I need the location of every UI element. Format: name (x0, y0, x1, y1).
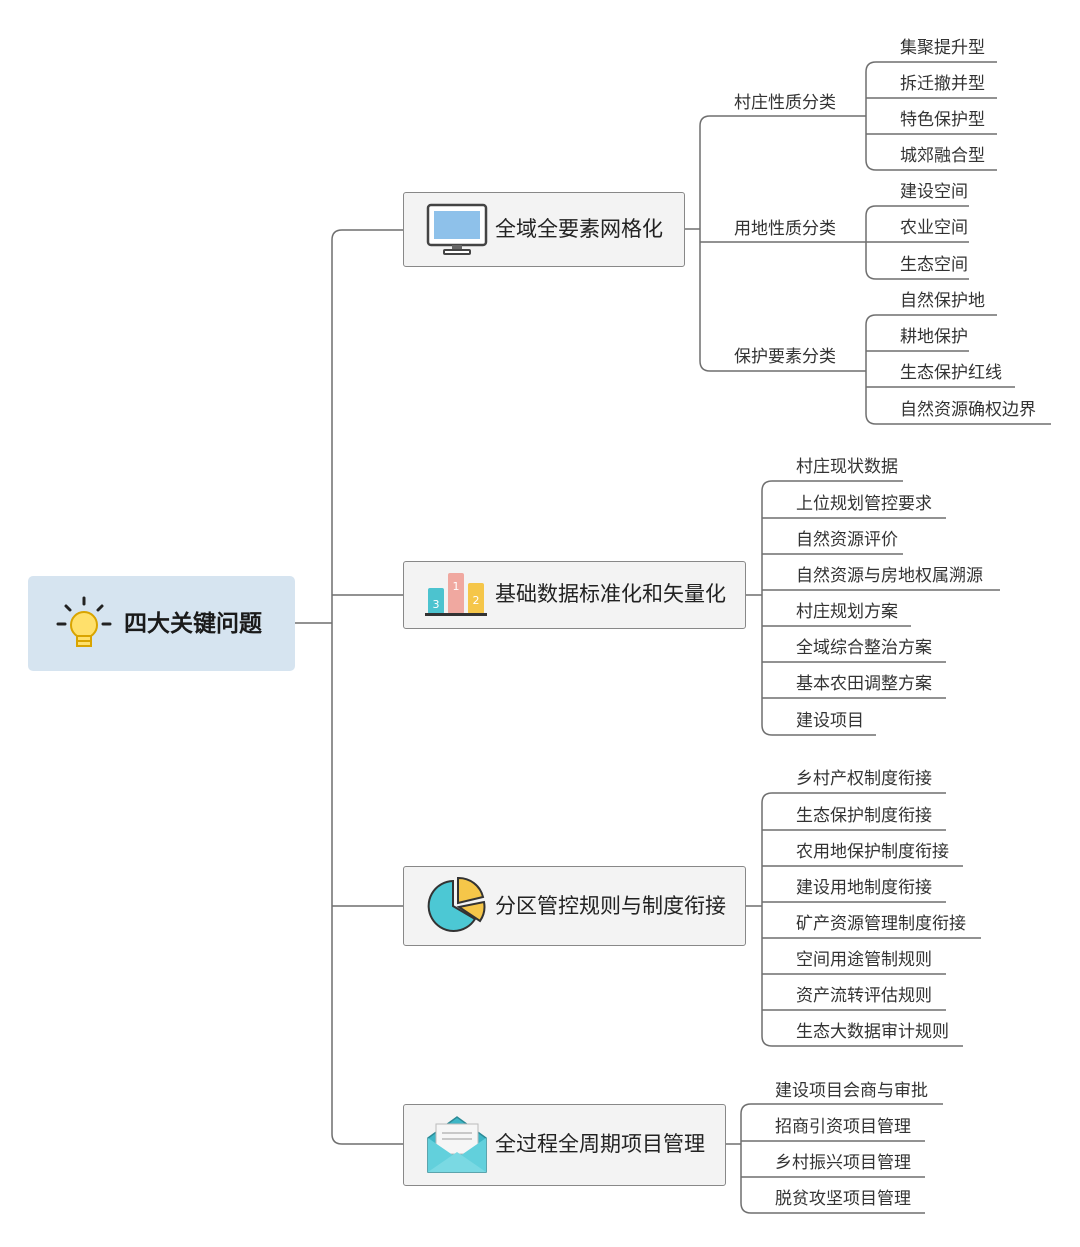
leaf-item[interactable]: 基本农田调整方案 (796, 674, 932, 694)
leaf-item[interactable]: 农业空间 (900, 218, 968, 238)
leaf-item[interactable]: 建设项目会商与审批 (775, 1081, 928, 1101)
leaf-item[interactable]: 空间用途管制规则 (796, 950, 932, 970)
envelope-icon (427, 1116, 487, 1173)
leaf-item[interactable]: 上位规划管控要求 (796, 494, 932, 514)
leaf-item[interactable]: 矿产资源管理制度衔接 (796, 914, 966, 934)
leaf-item[interactable]: 招商引资项目管理 (775, 1117, 911, 1137)
leaf-item[interactable]: 资产流转评估规则 (796, 986, 932, 1006)
leaf-item[interactable]: 自然资源确权边界 (900, 400, 1036, 420)
branch-label: 分区管控规则与制度衔接 (495, 894, 726, 918)
leaf-item[interactable]: 生态空间 (900, 255, 968, 275)
pie-chart-icon (427, 876, 486, 932)
leaf-item[interactable]: 自然保护地 (900, 291, 985, 311)
leaf-item[interactable]: 建设用地制度衔接 (796, 878, 932, 898)
leaf-item[interactable]: 建设项目 (796, 711, 864, 731)
lightbulb-icon (56, 596, 112, 647)
leaf-item[interactable]: 自然资源评价 (796, 530, 898, 550)
leaf-item[interactable]: 脱贫攻坚项目管理 (775, 1189, 911, 1209)
leaf-item[interactable]: 乡村振兴项目管理 (775, 1153, 911, 1173)
leaf-item[interactable]: 生态保护制度衔接 (796, 806, 932, 826)
leaf-item[interactable]: 村庄现状数据 (796, 457, 898, 477)
leaf-item[interactable]: 村庄规划方案 (796, 602, 898, 622)
leaf-item[interactable]: 生态大数据审计规则 (796, 1022, 949, 1042)
group-label[interactable]: 村庄性质分类 (734, 93, 836, 113)
leaf-item[interactable]: 建设空间 (900, 182, 968, 202)
leaf-item[interactable]: 乡村产权制度衔接 (796, 769, 932, 789)
root-label: 四大关键问题 (124, 611, 262, 637)
leaf-item[interactable]: 自然资源与房地权属溯源 (796, 566, 983, 586)
leaf-item[interactable]: 农用地保护制度衔接 (796, 842, 949, 862)
bar-chart-icon: 3 1 2 (425, 573, 487, 616)
bar-label: 1 (453, 580, 460, 593)
group-label[interactable]: 保护要素分类 (734, 347, 836, 367)
branch-label: 基础数据标准化和矢量化 (495, 582, 726, 606)
leaf-item[interactable]: 城郊融合型 (900, 146, 985, 166)
group-label[interactable]: 用地性质分类 (734, 219, 836, 239)
leaf-item[interactable]: 生态保护红线 (900, 363, 1002, 383)
leaf-item[interactable]: 拆迁撤并型 (900, 74, 985, 94)
leaf-item[interactable]: 全域综合整治方案 (796, 638, 932, 658)
branch-label: 全域全要素网格化 (495, 217, 663, 241)
leaf-item[interactable]: 集聚提升型 (900, 38, 985, 58)
bar-label: 3 (433, 598, 440, 611)
bar-label: 2 (473, 594, 480, 607)
leaf-item[interactable]: 特色保护型 (900, 110, 985, 130)
branch-label: 全过程全周期项目管理 (495, 1132, 705, 1156)
leaf-item[interactable]: 耕地保护 (900, 327, 968, 347)
monitor-icon (426, 203, 488, 255)
